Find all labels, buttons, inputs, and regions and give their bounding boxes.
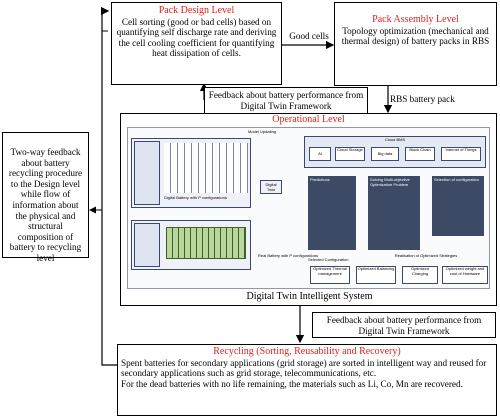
recycling-body-1: Spent batteries for secondary applicatio… xyxy=(121,357,487,379)
rbs-pack-label: RBS battery pack xyxy=(390,94,455,104)
digital-twin-node: Digital Twin xyxy=(260,180,282,194)
pack-assembly-body: Topology optimization (mechanical and th… xyxy=(341,25,490,47)
real-cell-array xyxy=(166,227,246,259)
pack-assembly-title: Pack Assembly Level xyxy=(372,14,459,25)
solving-label: Solving Multi-objective Optimization Pro… xyxy=(370,177,410,187)
pack-design-box: Pack Design Level Cell sorting (good or … xyxy=(111,2,282,85)
result-thermal: Optimized Thermal management xyxy=(310,266,350,284)
realisation-label: Realisation of Optimized Strategies xyxy=(394,253,458,258)
pack-design-title: Pack Design Level xyxy=(158,5,235,16)
predictions-panel: Predictions xyxy=(308,176,356,250)
real-inputs-panel xyxy=(134,223,160,267)
operational-caption: Digital Twin Intelligent System xyxy=(246,291,373,302)
feedback-top-box: Feedback about battery performance from … xyxy=(204,87,368,114)
pack-assembly-box: Pack Assembly Level Topology optimizatio… xyxy=(334,2,497,86)
result-charging: Optimized Charging xyxy=(402,266,438,284)
result-balancing: Optimized Balancing xyxy=(356,266,396,284)
real-battery-panel xyxy=(131,220,251,270)
operational-box: Operational Level Model Updating Digital… xyxy=(120,113,497,306)
digital-cell-grid xyxy=(164,143,248,193)
model-updating-label: Model Updating xyxy=(248,129,277,134)
digital-twin-graphic: Model Updating Digital Battery with P co… xyxy=(127,127,490,289)
result-hardware: Optimized weight and cost of Hardware xyxy=(442,266,488,284)
cloud-item-ai: AI xyxy=(309,147,331,161)
selection-panel: Selection of configuration xyxy=(432,176,484,236)
good-cells-label: Good cells xyxy=(289,31,329,41)
pack-design-body: Cell sorting (good or bad cells) based o… xyxy=(116,16,277,59)
solving-panel: Solving Multi-objective Optimization Pro… xyxy=(368,176,420,250)
cloud-item-iot: Internet of Things xyxy=(441,147,481,161)
cloud-item-blockchain: Block Chain xyxy=(405,147,435,161)
recycling-title: Recycling (Sorting, Reusability and Reco… xyxy=(213,346,401,357)
digital-inputs-panel xyxy=(134,141,160,205)
real-battery-label: Real Battery with P configurations xyxy=(258,253,318,258)
feedback-bottom-box: Feedback about battery performance from … xyxy=(312,312,496,338)
predictions-label: Predictions xyxy=(310,177,330,182)
recycling-box: Recycling (Sorting, Reusability and Reco… xyxy=(117,344,497,416)
digital-battery-panel: Digital Battery with P configurations xyxy=(131,138,251,208)
cloud-bms-panel: Cloud BMS AI Cloud Storage Big data Bloc… xyxy=(304,136,486,168)
operational-title: Operational Level xyxy=(272,114,345,125)
recycling-body-2: For the dead batteries with no life rema… xyxy=(121,378,463,389)
cloud-item-storage: Cloud Storage xyxy=(335,147,365,161)
selection-label: Selection of configuration xyxy=(434,177,479,182)
cloud-bms-label: Cloud BMS xyxy=(384,137,406,142)
selected-config-label: Selected Configuration xyxy=(308,257,349,262)
cloud-item-bigdata: Big data xyxy=(371,147,399,161)
feedback-left-box: Two-way feedback about battery recycling… xyxy=(2,132,89,263)
digital-battery-label: Digital Battery with P configurations xyxy=(164,195,227,200)
